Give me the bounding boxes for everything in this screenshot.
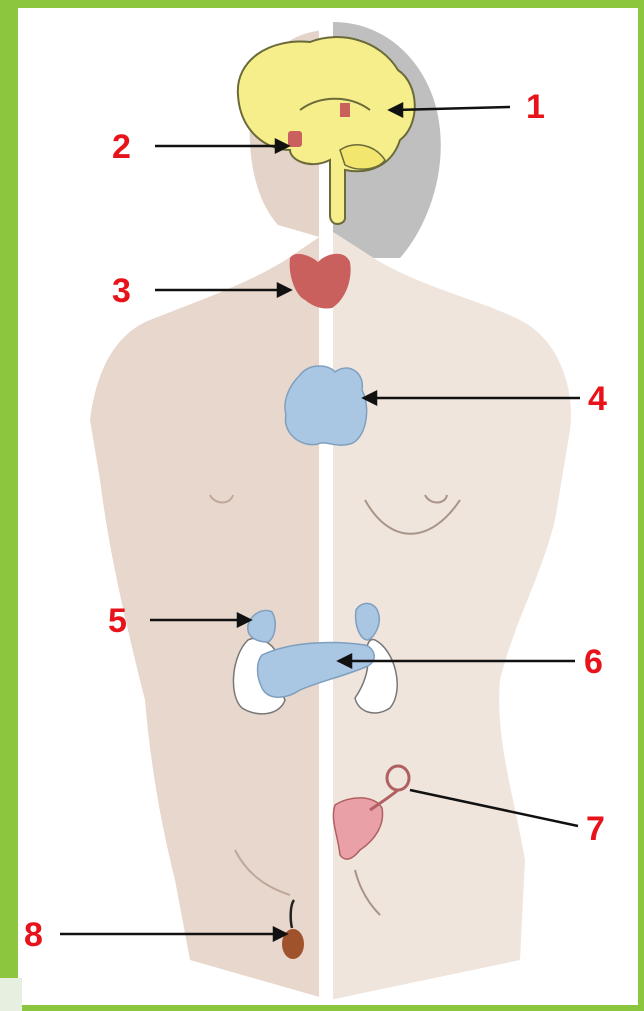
label-8: 8 <box>24 916 43 954</box>
pineal-gland-icon <box>340 103 350 117</box>
label-1: 1 <box>526 88 545 126</box>
pituitary-gland-icon <box>288 131 302 147</box>
label-3: 3 <box>112 272 131 310</box>
label-7: 7 <box>586 810 605 848</box>
label-6: 6 <box>584 643 603 681</box>
label-2: 2 <box>112 128 131 166</box>
thymus-icon <box>285 366 367 445</box>
frame-corner <box>0 978 22 1011</box>
label-4: 4 <box>588 380 607 418</box>
label-5: 5 <box>108 602 127 640</box>
